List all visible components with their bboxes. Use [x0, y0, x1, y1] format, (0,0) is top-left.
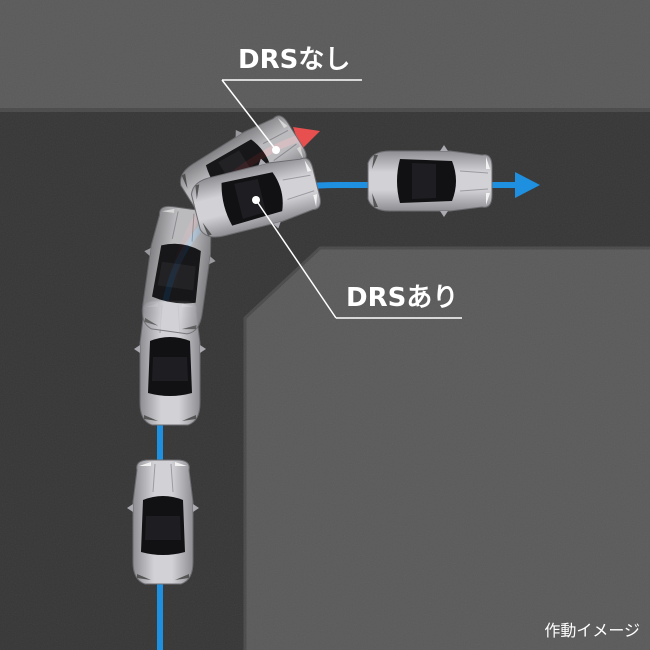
caption: 作動イメージ [544, 621, 640, 640]
with-drs-label: DRSあり [346, 283, 458, 313]
car-exit [368, 145, 492, 217]
without-drs-label: DRSなし [238, 45, 350, 75]
car-bottom [127, 460, 199, 584]
